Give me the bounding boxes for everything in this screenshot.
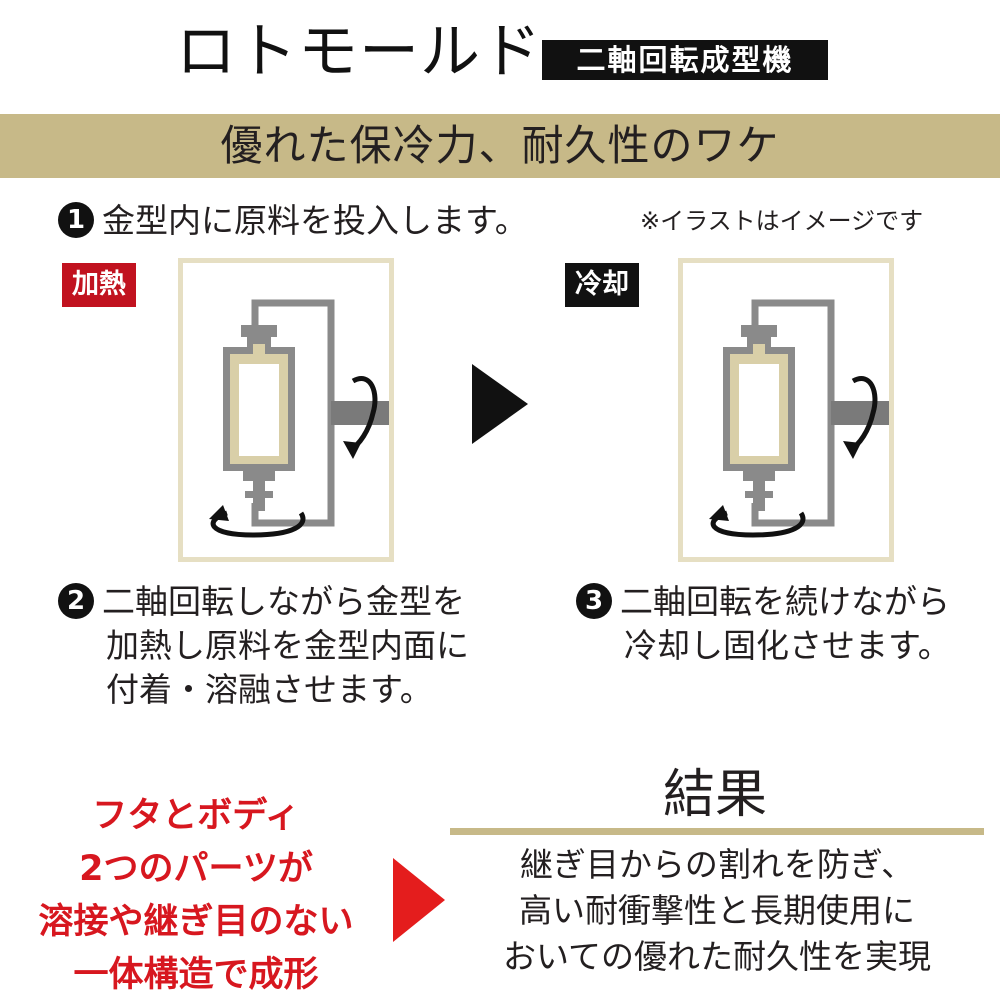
heat-illustration-panel (178, 258, 394, 562)
rotation-arrow-icon (849, 376, 878, 452)
page-title: ロトモールド (176, 17, 542, 87)
result-line-2: 高い耐衝撃性と長期使用に (519, 891, 915, 930)
step-3-number: 3 (576, 582, 612, 619)
cool-tag: 冷却 (565, 263, 639, 307)
title-badge: 二軸回転成型機 (542, 40, 828, 80)
step-2-number: 2 (58, 582, 94, 619)
red-line-1: フタとボディ (92, 796, 300, 836)
illustration-note: ※イラストはイメージです (640, 207, 924, 235)
step-2-line-2: 加熱し原料を金型内面に (106, 626, 469, 665)
result-text: 継ぎ目からの割れを防ぎ、 高い耐衝撃性と長期使用に おいての優れた耐久性を実現 (450, 842, 984, 980)
rotomold-heat-diagram (209, 299, 389, 538)
step-1-text: 金型内に原料を投入します。 (102, 201, 528, 240)
one-piece-structure-text: フタとボディ 2つのパーツが 溶接や継ぎ目のない 一体構造で成形 (8, 790, 384, 1002)
result-title: 結果 (662, 765, 767, 825)
heat-tag: 加熱 (62, 263, 136, 307)
result-line-3: おいての優れた耐久性を実現 (502, 937, 931, 976)
red-line-3: 溶接や継ぎ目のない (38, 902, 354, 942)
red-arrow-icon (393, 858, 445, 942)
red-line-2: 2つのパーツが (79, 849, 313, 889)
play-arrow-icon (472, 364, 528, 444)
result-line-1: 継ぎ目からの割れを防ぎ、 (519, 845, 915, 884)
step-1-number: 1 (58, 201, 94, 238)
step-3-line-2: 冷却し固化させます。 (624, 626, 951, 665)
rotation-arrow-icon (349, 376, 378, 452)
cool-illustration-panel (678, 258, 894, 562)
step-2-line-3: 付着・溶融させます。 (106, 670, 433, 709)
headline-text: 優れた保冷力、耐久性のワケ (220, 121, 780, 170)
headline-band (0, 114, 1000, 178)
rotomold-cool-diagram (709, 299, 889, 538)
result-divider (450, 828, 984, 835)
red-line-4: 一体構造で成形 (73, 955, 319, 995)
